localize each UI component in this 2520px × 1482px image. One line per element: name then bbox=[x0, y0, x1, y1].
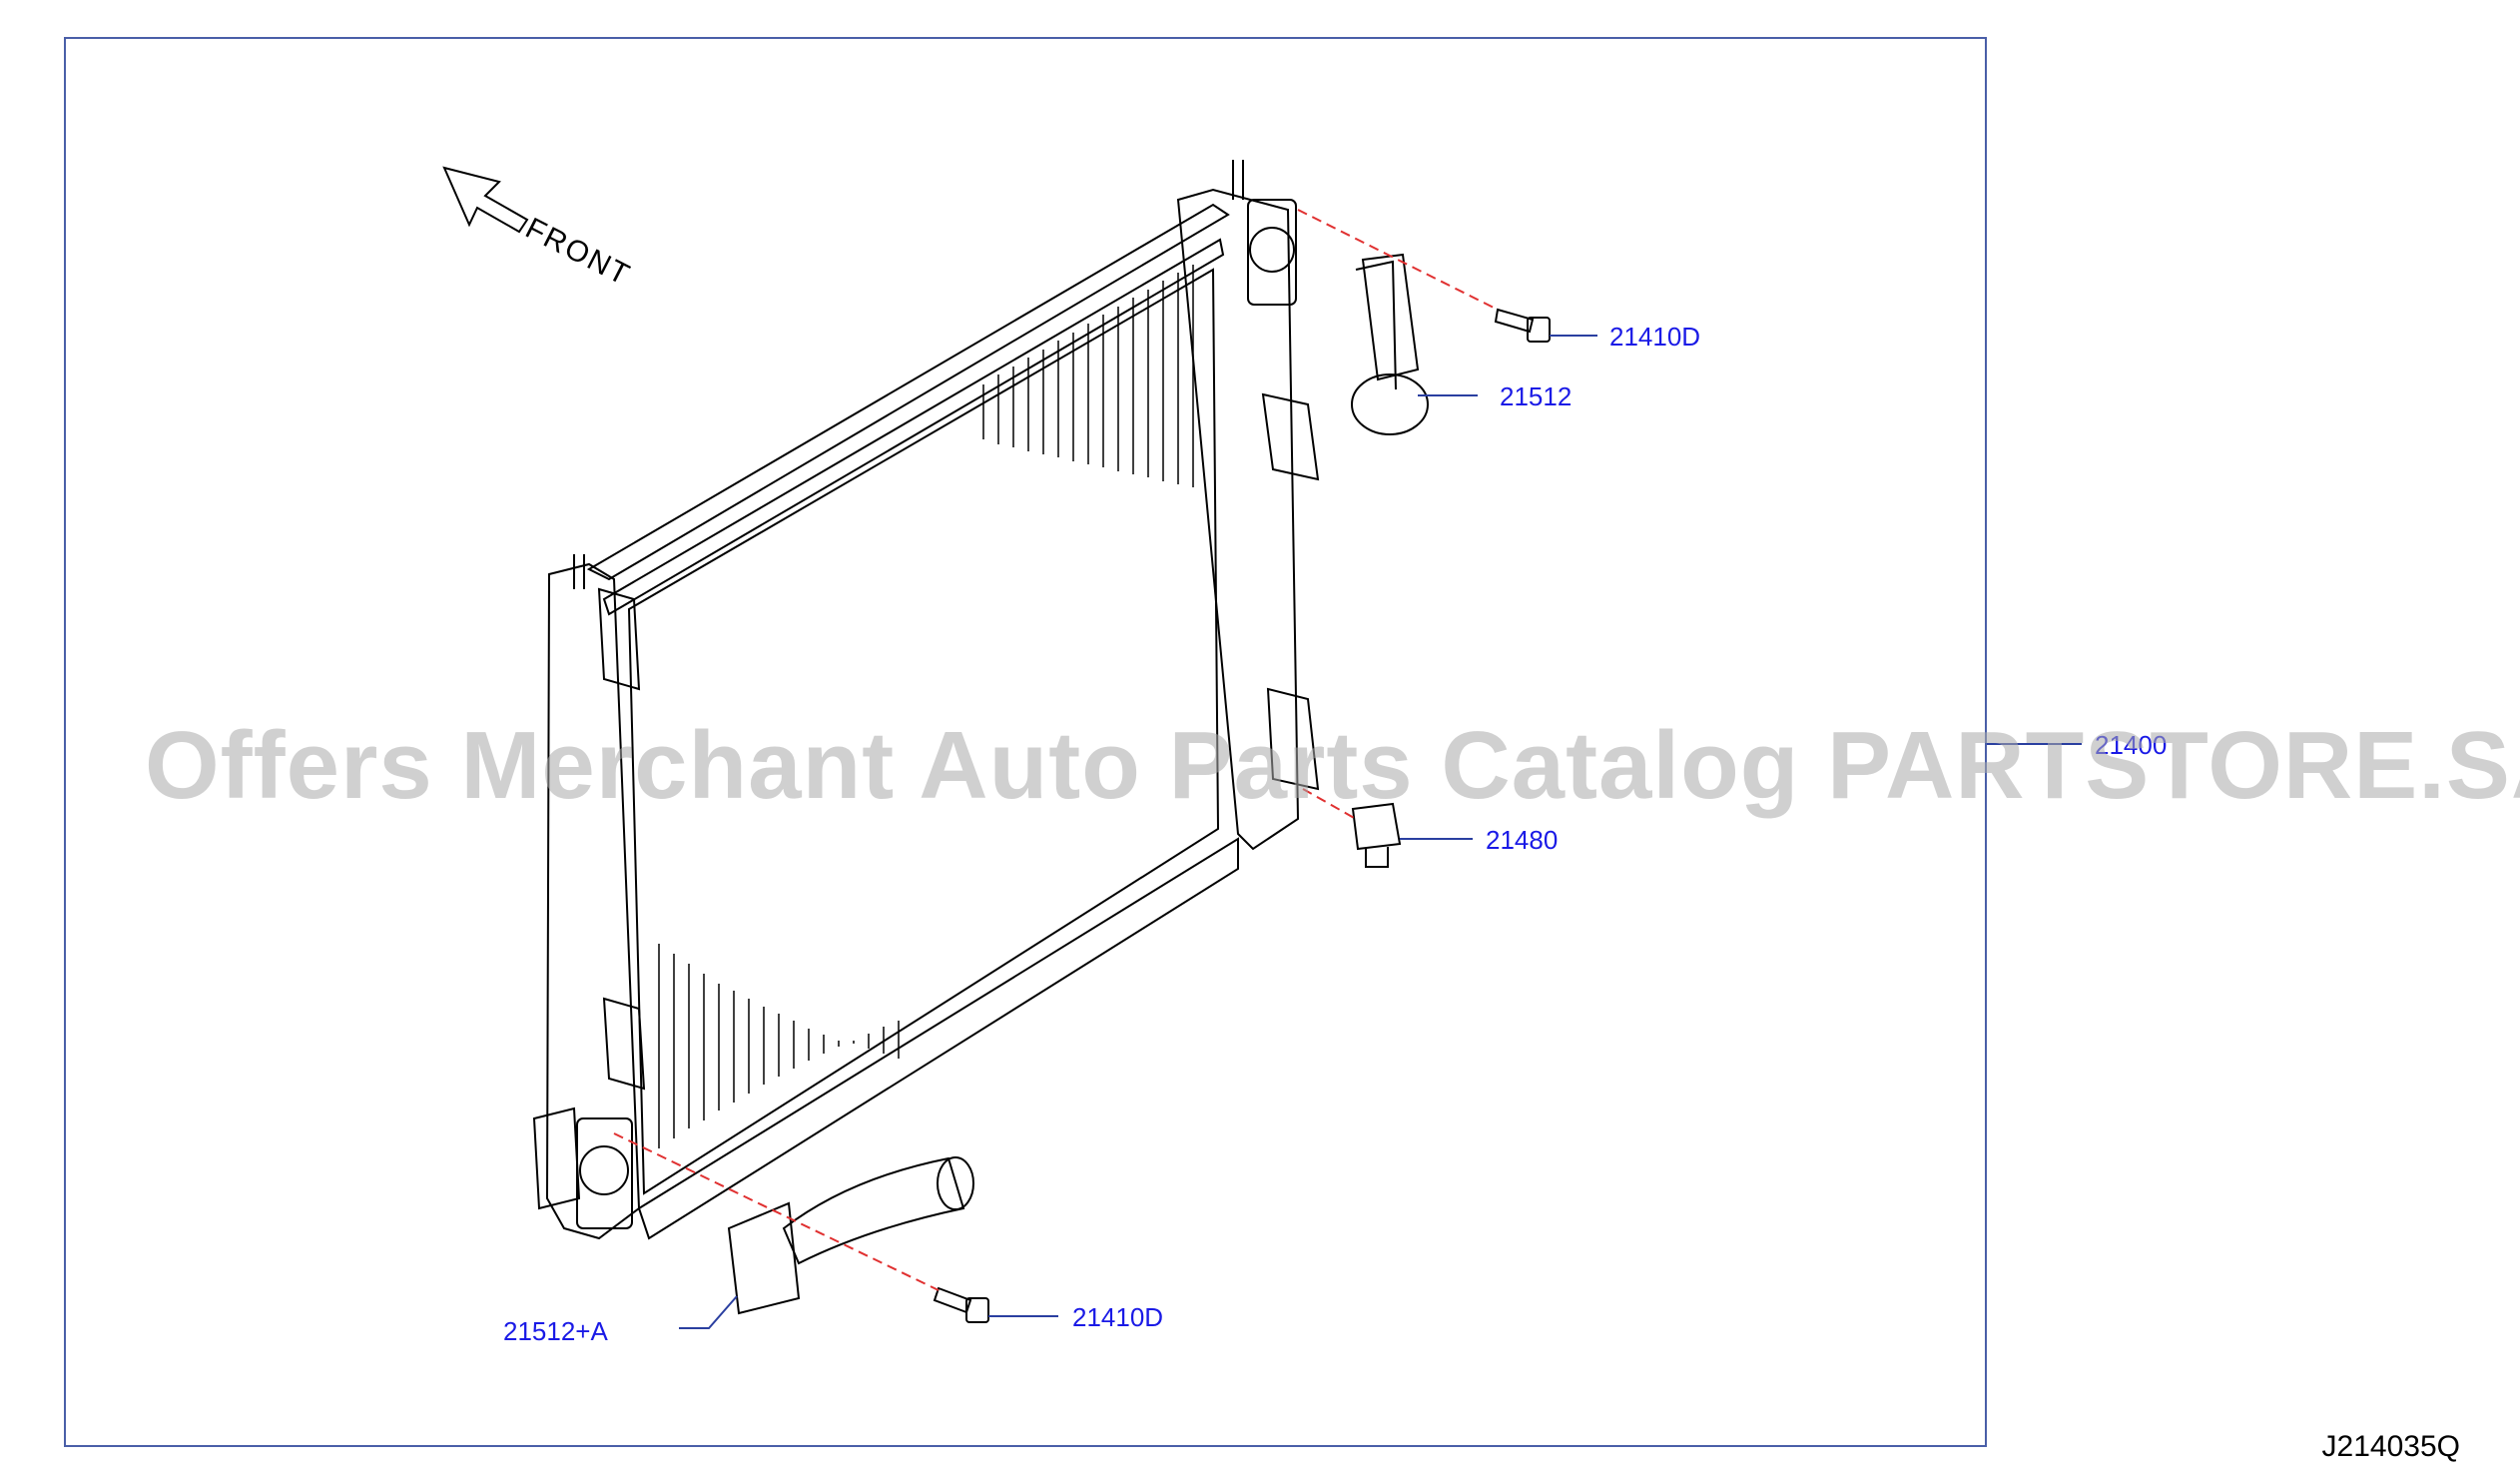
part-label-21410D-lower[interactable]: 21410D bbox=[1072, 1302, 1164, 1332]
diagram-frame bbox=[64, 37, 1987, 1447]
diagram-code: J214035Q bbox=[2321, 1430, 2460, 1463]
lower-hose bbox=[727, 1156, 974, 1315]
part-label-21480[interactable]: 21480 bbox=[1486, 825, 1559, 855]
bolt-upper-icon bbox=[1494, 308, 1551, 343]
upper-hose bbox=[1351, 253, 1429, 435]
part-label-21512[interactable]: 21512 bbox=[1500, 381, 1573, 411]
radiator bbox=[532, 160, 1320, 1240]
front-arrow-icon bbox=[442, 166, 529, 234]
bolt-lower-icon bbox=[933, 1286, 989, 1323]
part-label-21400[interactable]: 21400 bbox=[2095, 730, 2168, 760]
part-label-21512A[interactable]: 21512+A bbox=[503, 1316, 608, 1346]
part-label-21410D-upper[interactable]: 21410D bbox=[1609, 322, 1701, 352]
drain-plug-icon bbox=[1351, 802, 1402, 868]
watermark: Offers Merchant Auto Parts Catalog PARTS… bbox=[145, 712, 2520, 819]
